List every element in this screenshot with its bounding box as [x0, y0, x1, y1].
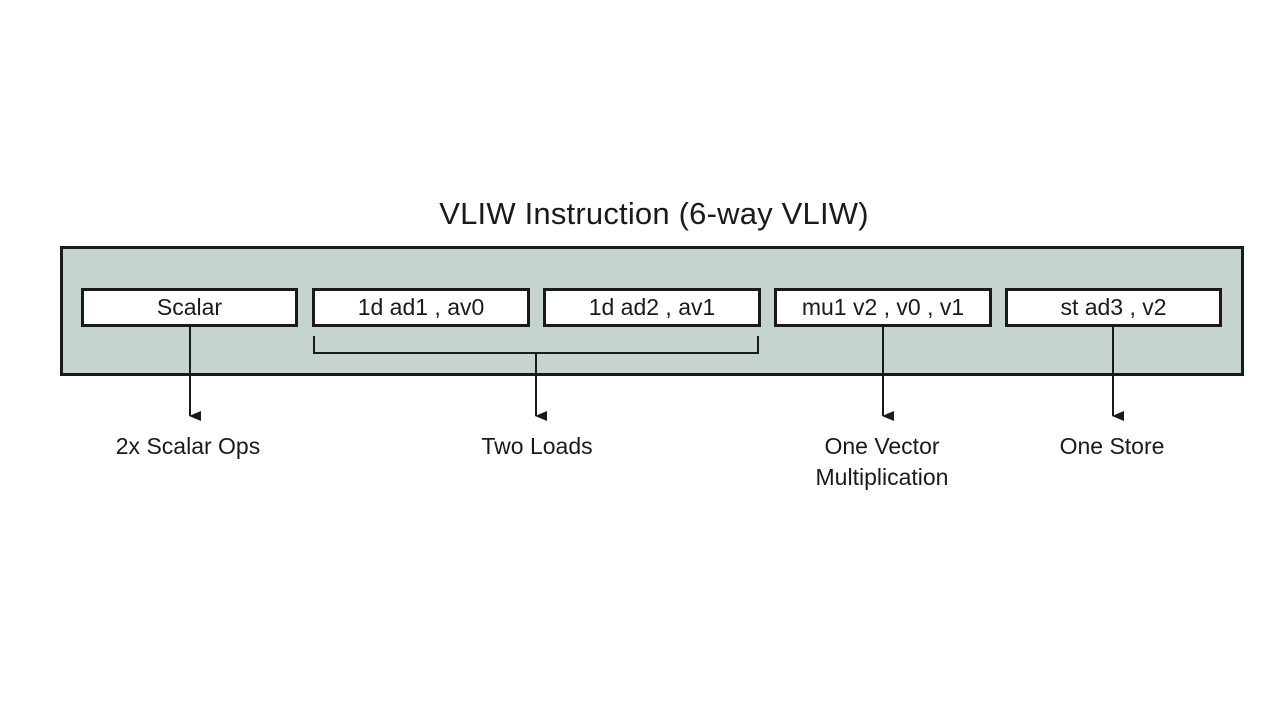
diagram-title: VLIW Instruction (6-way VLIW) — [439, 196, 869, 231]
label-two-loads: Two Loads — [481, 433, 593, 459]
label-one-store: One Store — [1059, 433, 1165, 459]
loads-bracket — [313, 336, 759, 354]
label-vector-line-1: One Vector — [824, 433, 940, 459]
label-vector-multiplication: One Vector Multiplication — [772, 431, 992, 493]
slot-load-1: 1d ad1 , av0 — [312, 288, 530, 327]
slot-vector-multiply: mu1 v2 , v0 , v1 — [774, 288, 992, 327]
slot-scalar: Scalar — [81, 288, 298, 327]
label-vector-line-2: Multiplication — [815, 464, 949, 490]
label-scalar-ops: 2x Scalar Ops — [115, 433, 261, 459]
slot-store: st ad3 , v2 — [1005, 288, 1222, 327]
slot-load-2: 1d ad2 , av1 — [543, 288, 761, 327]
